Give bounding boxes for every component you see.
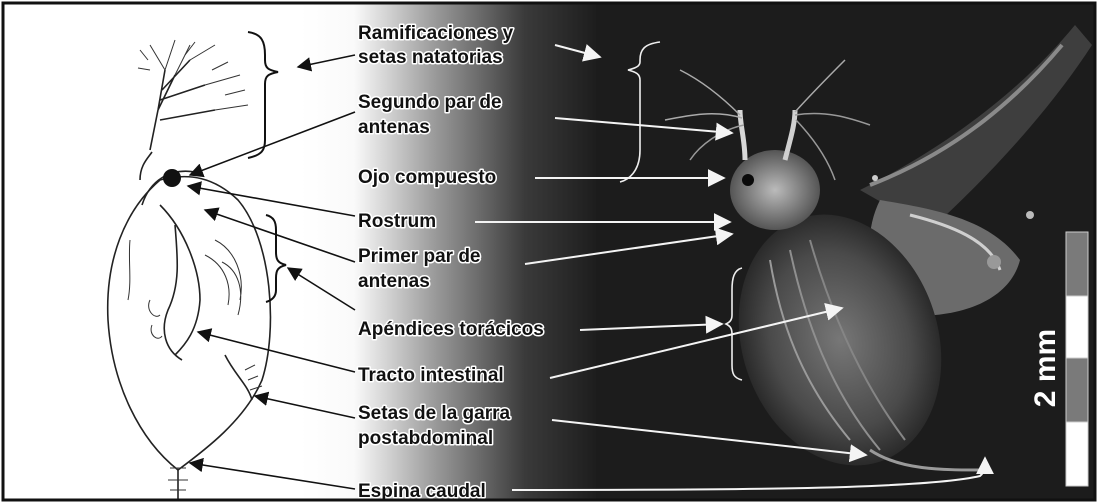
label-thoracic-appendages: Apéndices torácicos <box>358 319 544 340</box>
label-intestinal-tract: Tracto intestinal <box>358 365 504 386</box>
scale-bar-label: 2 mm <box>1029 329 1062 407</box>
drawing-eye <box>163 169 181 187</box>
label-compound-eye: Ojo compuesto <box>358 167 496 188</box>
label-rostrum: Rostrum <box>358 211 436 232</box>
